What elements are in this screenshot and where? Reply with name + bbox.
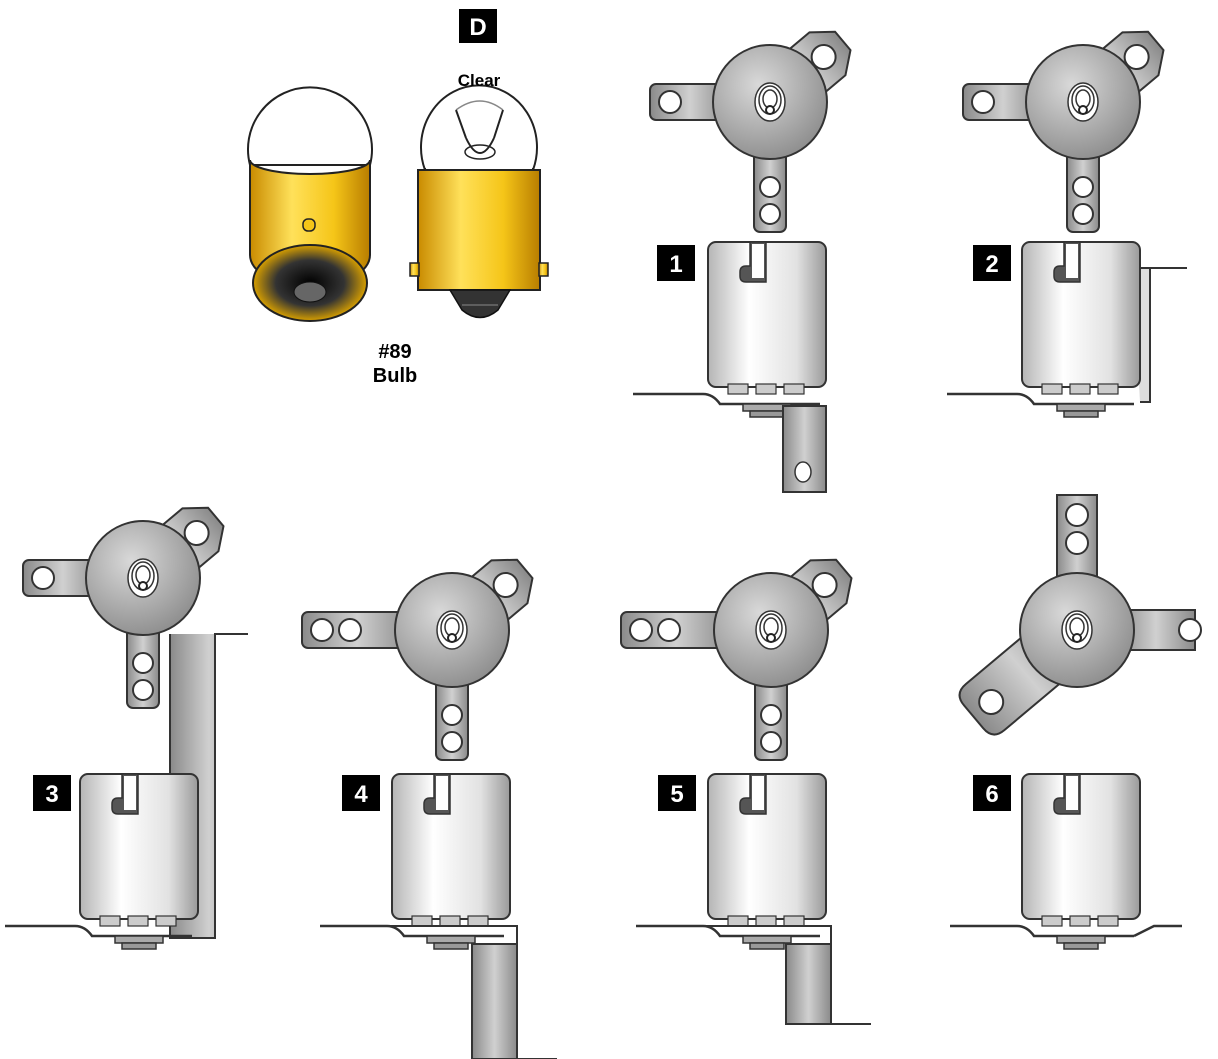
socket-5: 5 [621,547,871,1024]
socket-number-badge: 3 [33,775,71,811]
bulb-type-badge: D [459,9,497,43]
mounting-plate [636,926,820,936]
socket-number-badge: 1 [657,245,695,281]
bulb-caption-line1: #89 [378,341,411,363]
socket-body [1022,242,1140,387]
socket-body [1022,774,1140,919]
bulb-clear-view [410,85,548,317]
bulb-angled-view [248,87,372,321]
socket-1: 1 [633,19,861,492]
socket-body [708,242,826,387]
socket-number-badge: 2 [973,245,1011,281]
mounting-bracket [786,944,831,1024]
socket-number-badge: 6 [973,775,1011,811]
clear-label: Clear [458,71,501,90]
socket-number: 4 [354,781,368,808]
socket-2: 2 [947,19,1187,417]
socket-number: 3 [45,781,58,808]
socket-body [708,774,826,919]
socket-number: 2 [985,251,998,278]
socket-number: 5 [670,781,683,808]
mounting-bracket [472,944,517,1059]
bulb-caption-line2: Bulb [373,365,417,387]
badge-letter: D [469,14,486,41]
mounting-plate [947,394,1134,404]
socket-body [80,774,198,919]
mounting-plate [633,394,820,404]
socket-4: 4 [302,547,557,1059]
socket-3: 3 [5,495,248,949]
socket-6: 6 [950,495,1201,949]
mounting-plate [5,926,192,936]
socket-body [392,774,510,919]
mounting-plate [950,926,1134,936]
socket-number-badge: 4 [342,775,380,811]
socket-variants: 1 2 3 4 5 6 [5,19,1201,1059]
socket-number: 6 [985,781,998,808]
mounting-plate [320,926,504,936]
socket-number-badge: 5 [658,775,696,811]
socket-number: 1 [669,251,682,278]
